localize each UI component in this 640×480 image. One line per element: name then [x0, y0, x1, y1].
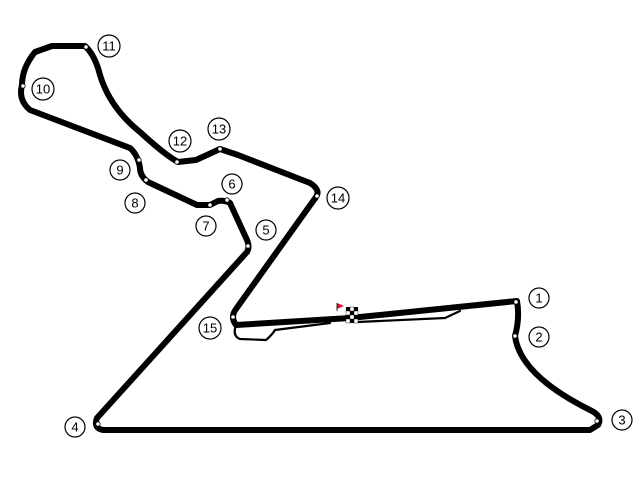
turn-number: 8: [131, 196, 138, 211]
turn-number: 11: [102, 39, 116, 54]
turn-14-marker: [314, 193, 320, 199]
turn-1-marker: [513, 299, 519, 305]
turn-number: 13: [212, 122, 226, 137]
turn-9-marker: [136, 157, 142, 163]
turn-3-marker: [594, 418, 600, 424]
turn-label-11: 11: [97, 34, 121, 58]
turn-number: 3: [618, 413, 625, 428]
pit-lane: [233, 304, 472, 342]
turn-number: 7: [202, 219, 209, 234]
turn-label-12: 12: [168, 129, 192, 153]
turn-number: 15: [203, 321, 217, 336]
turn-label-5: 5: [255, 219, 277, 241]
turn-label-1: 1: [528, 287, 550, 309]
turn-markers: [20, 44, 600, 427]
turn-number: 4: [71, 420, 78, 435]
turn-7-marker: [207, 202, 213, 208]
turn-label-10: 10: [31, 77, 55, 101]
turn-number: 10: [36, 82, 50, 97]
turn-11-marker: [83, 44, 89, 50]
turn-2-marker: [512, 333, 518, 339]
turn-number: 5: [262, 223, 269, 238]
turn-15-marker: [230, 314, 236, 320]
turn-13-marker: [217, 146, 223, 152]
turn-number: 9: [116, 163, 123, 178]
turn-4-marker: [95, 421, 101, 427]
turn-number: 6: [228, 177, 235, 192]
turn-5-marker: [245, 243, 251, 249]
turn-number: 1: [535, 291, 542, 306]
turn-10-marker: [20, 83, 26, 89]
track-outline: [18, 43, 603, 433]
turn-number: 14: [331, 191, 345, 206]
turn-6-marker: [224, 197, 230, 203]
turn-8-marker: [143, 177, 149, 183]
turn-number: 2: [535, 330, 542, 345]
checkered-flag-icon: [345, 306, 359, 324]
turn-label-9: 9: [109, 159, 131, 181]
turn-label-15: 15: [198, 316, 222, 340]
turn-label-7: 7: [195, 215, 217, 237]
turn-label-13: 13: [207, 117, 231, 141]
turn-number: 12: [173, 134, 187, 149]
start-finish-flag: [336, 303, 359, 324]
turn-label-8: 8: [124, 192, 146, 214]
turn-label-3: 3: [611, 409, 633, 431]
turn-label-6: 6: [221, 173, 243, 195]
turn-labels: 1 2 3 4 5 6 7 8: [31, 34, 633, 438]
turn-12-marker: [174, 159, 180, 165]
turn-label-4: 4: [64, 416, 86, 438]
turn-label-2: 2: [528, 326, 550, 348]
start-flag-icon: [337, 303, 344, 309]
turn-label-14: 14: [326, 186, 350, 210]
